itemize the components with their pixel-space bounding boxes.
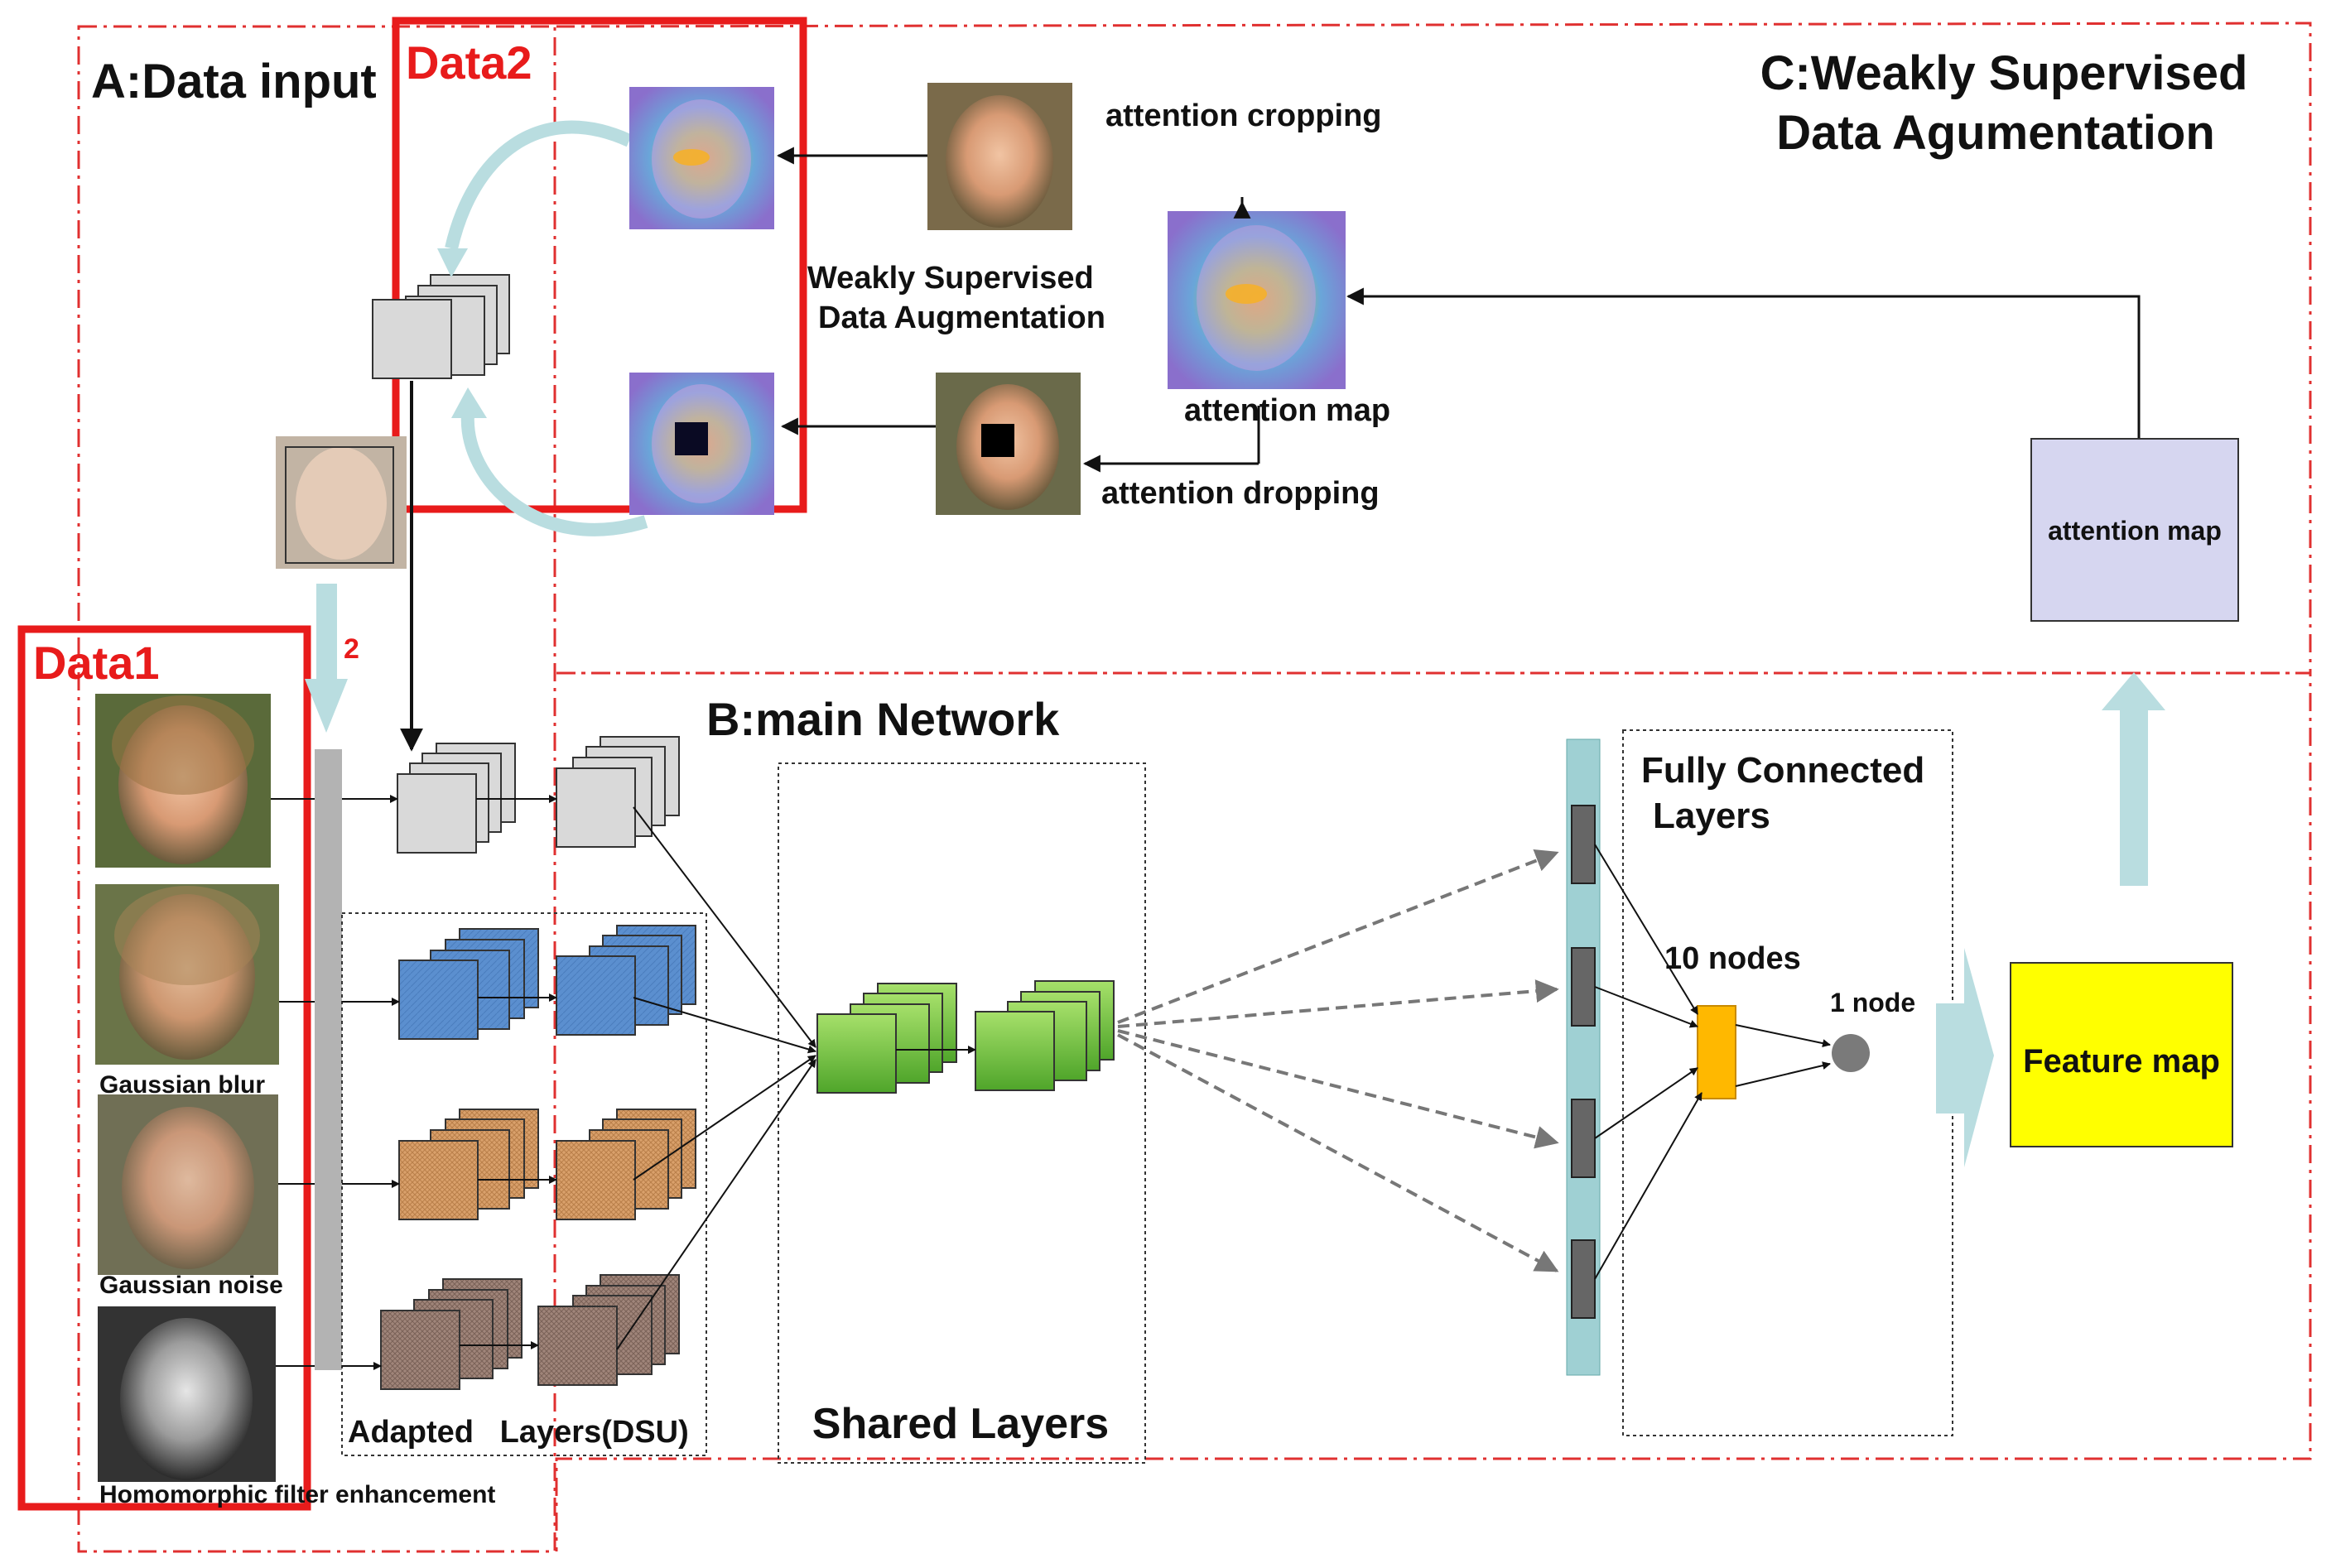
cycle-arrow-bottom — [460, 413, 648, 536]
feature-map-box — [2010, 962, 2233, 1147]
label-wsda-2: Data Augmentation — [818, 301, 1105, 335]
face-photo-cropping — [927, 83, 1072, 230]
face-photo-gaussian-blur — [95, 884, 279, 1065]
block-arrow-up-icon — [2102, 672, 2165, 886]
label-attention-map: attention map — [1184, 393, 1390, 428]
cycle-arrow-top — [445, 120, 633, 250]
region-main-network — [555, 671, 2312, 1551]
layer-stack-blue-1 — [398, 928, 539, 1040]
section-main-network-title: B:main Network — [706, 693, 1060, 745]
layer-stack-blue-2 — [556, 925, 696, 1036]
fc-ten-nodes — [1697, 1005, 1736, 1099]
face-photo-faded — [276, 436, 407, 569]
block-arrow-down-icon — [305, 584, 348, 733]
layer-stack-brown-2 — [537, 1274, 680, 1386]
label-attention-cropping: attention cropping — [1105, 99, 1382, 133]
face-photo-original — [95, 694, 271, 868]
input-bar — [315, 749, 342, 1370]
layer-stack-brown-1 — [380, 1278, 523, 1390]
block-arrow-right-icon — [1936, 948, 1994, 1167]
feature-map-label: Feature map — [2023, 1043, 2220, 1080]
heatmap-face-attention — [1168, 211, 1346, 389]
fc-label-2: Layers — [1653, 796, 1770, 836]
caption-homomorphic: Homomorphic filter enhancement — [99, 1481, 495, 1508]
layer-stack-green-2 — [975, 980, 1115, 1091]
stacked-layer-icon — [372, 274, 510, 379]
attention-map-box-label: attention map — [2048, 516, 2222, 546]
layer-stack-orange-2 — [556, 1109, 696, 1220]
data1-label: Data1 — [33, 637, 160, 689]
adapted-layers-box — [341, 912, 707, 1456]
caption-gaussian-noise: Gaussian noise — [99, 1272, 283, 1299]
fc-unit-2 — [1571, 947, 1596, 1027]
layer-stack-orange-1 — [398, 1109, 539, 1220]
attention-map-box — [2030, 438, 2239, 622]
label-wsda-1: Weakly Supervised — [807, 261, 1094, 296]
label-attention-dropping: attention dropping — [1101, 476, 1380, 511]
face-photo-homomorphic — [98, 1306, 276, 1482]
data2-box — [392, 17, 807, 513]
shared-layers-label: Shared Layers — [812, 1400, 1109, 1448]
section-data-input-title: A:Data input — [91, 55, 377, 108]
data1-box — [17, 625, 311, 1511]
fc-unit-4 — [1571, 1239, 1596, 1319]
layer-stack-gray-2 — [556, 736, 680, 848]
heatmap-face-cropped — [629, 87, 774, 229]
adapted-layers-label: Adapted Layers(DSU) — [348, 1415, 689, 1450]
heatmap-face-dropped — [629, 373, 774, 515]
shared-layers-box — [778, 762, 1146, 1464]
section-weakly-supervised-title-2: Data Agumentation — [1776, 106, 2215, 160]
fc-unit-1 — [1571, 805, 1596, 884]
arrow-number-2: 2 — [344, 633, 359, 665]
fc-label-1: Fully Connected — [1641, 750, 1924, 791]
node-circle-icon — [1832, 1034, 1870, 1072]
section-weakly-supervised-title-1: C:Weakly Supervised — [1760, 46, 2248, 100]
face-photo-gaussian-noise — [98, 1094, 278, 1275]
layer-stack-green-1 — [816, 983, 957, 1094]
face-photo-dropping — [936, 373, 1081, 515]
caption-gaussian-blur: Gaussian blur — [99, 1071, 265, 1099]
data2-label: Data2 — [406, 36, 532, 89]
layer-stack-gray-1 — [397, 743, 516, 854]
ten-nodes-label: 10 nodes — [1664, 941, 1801, 976]
region-data-input — [77, 25, 556, 1553]
fc-unit-3 — [1571, 1099, 1596, 1178]
one-node-label: 1 node — [1830, 988, 1915, 1017]
